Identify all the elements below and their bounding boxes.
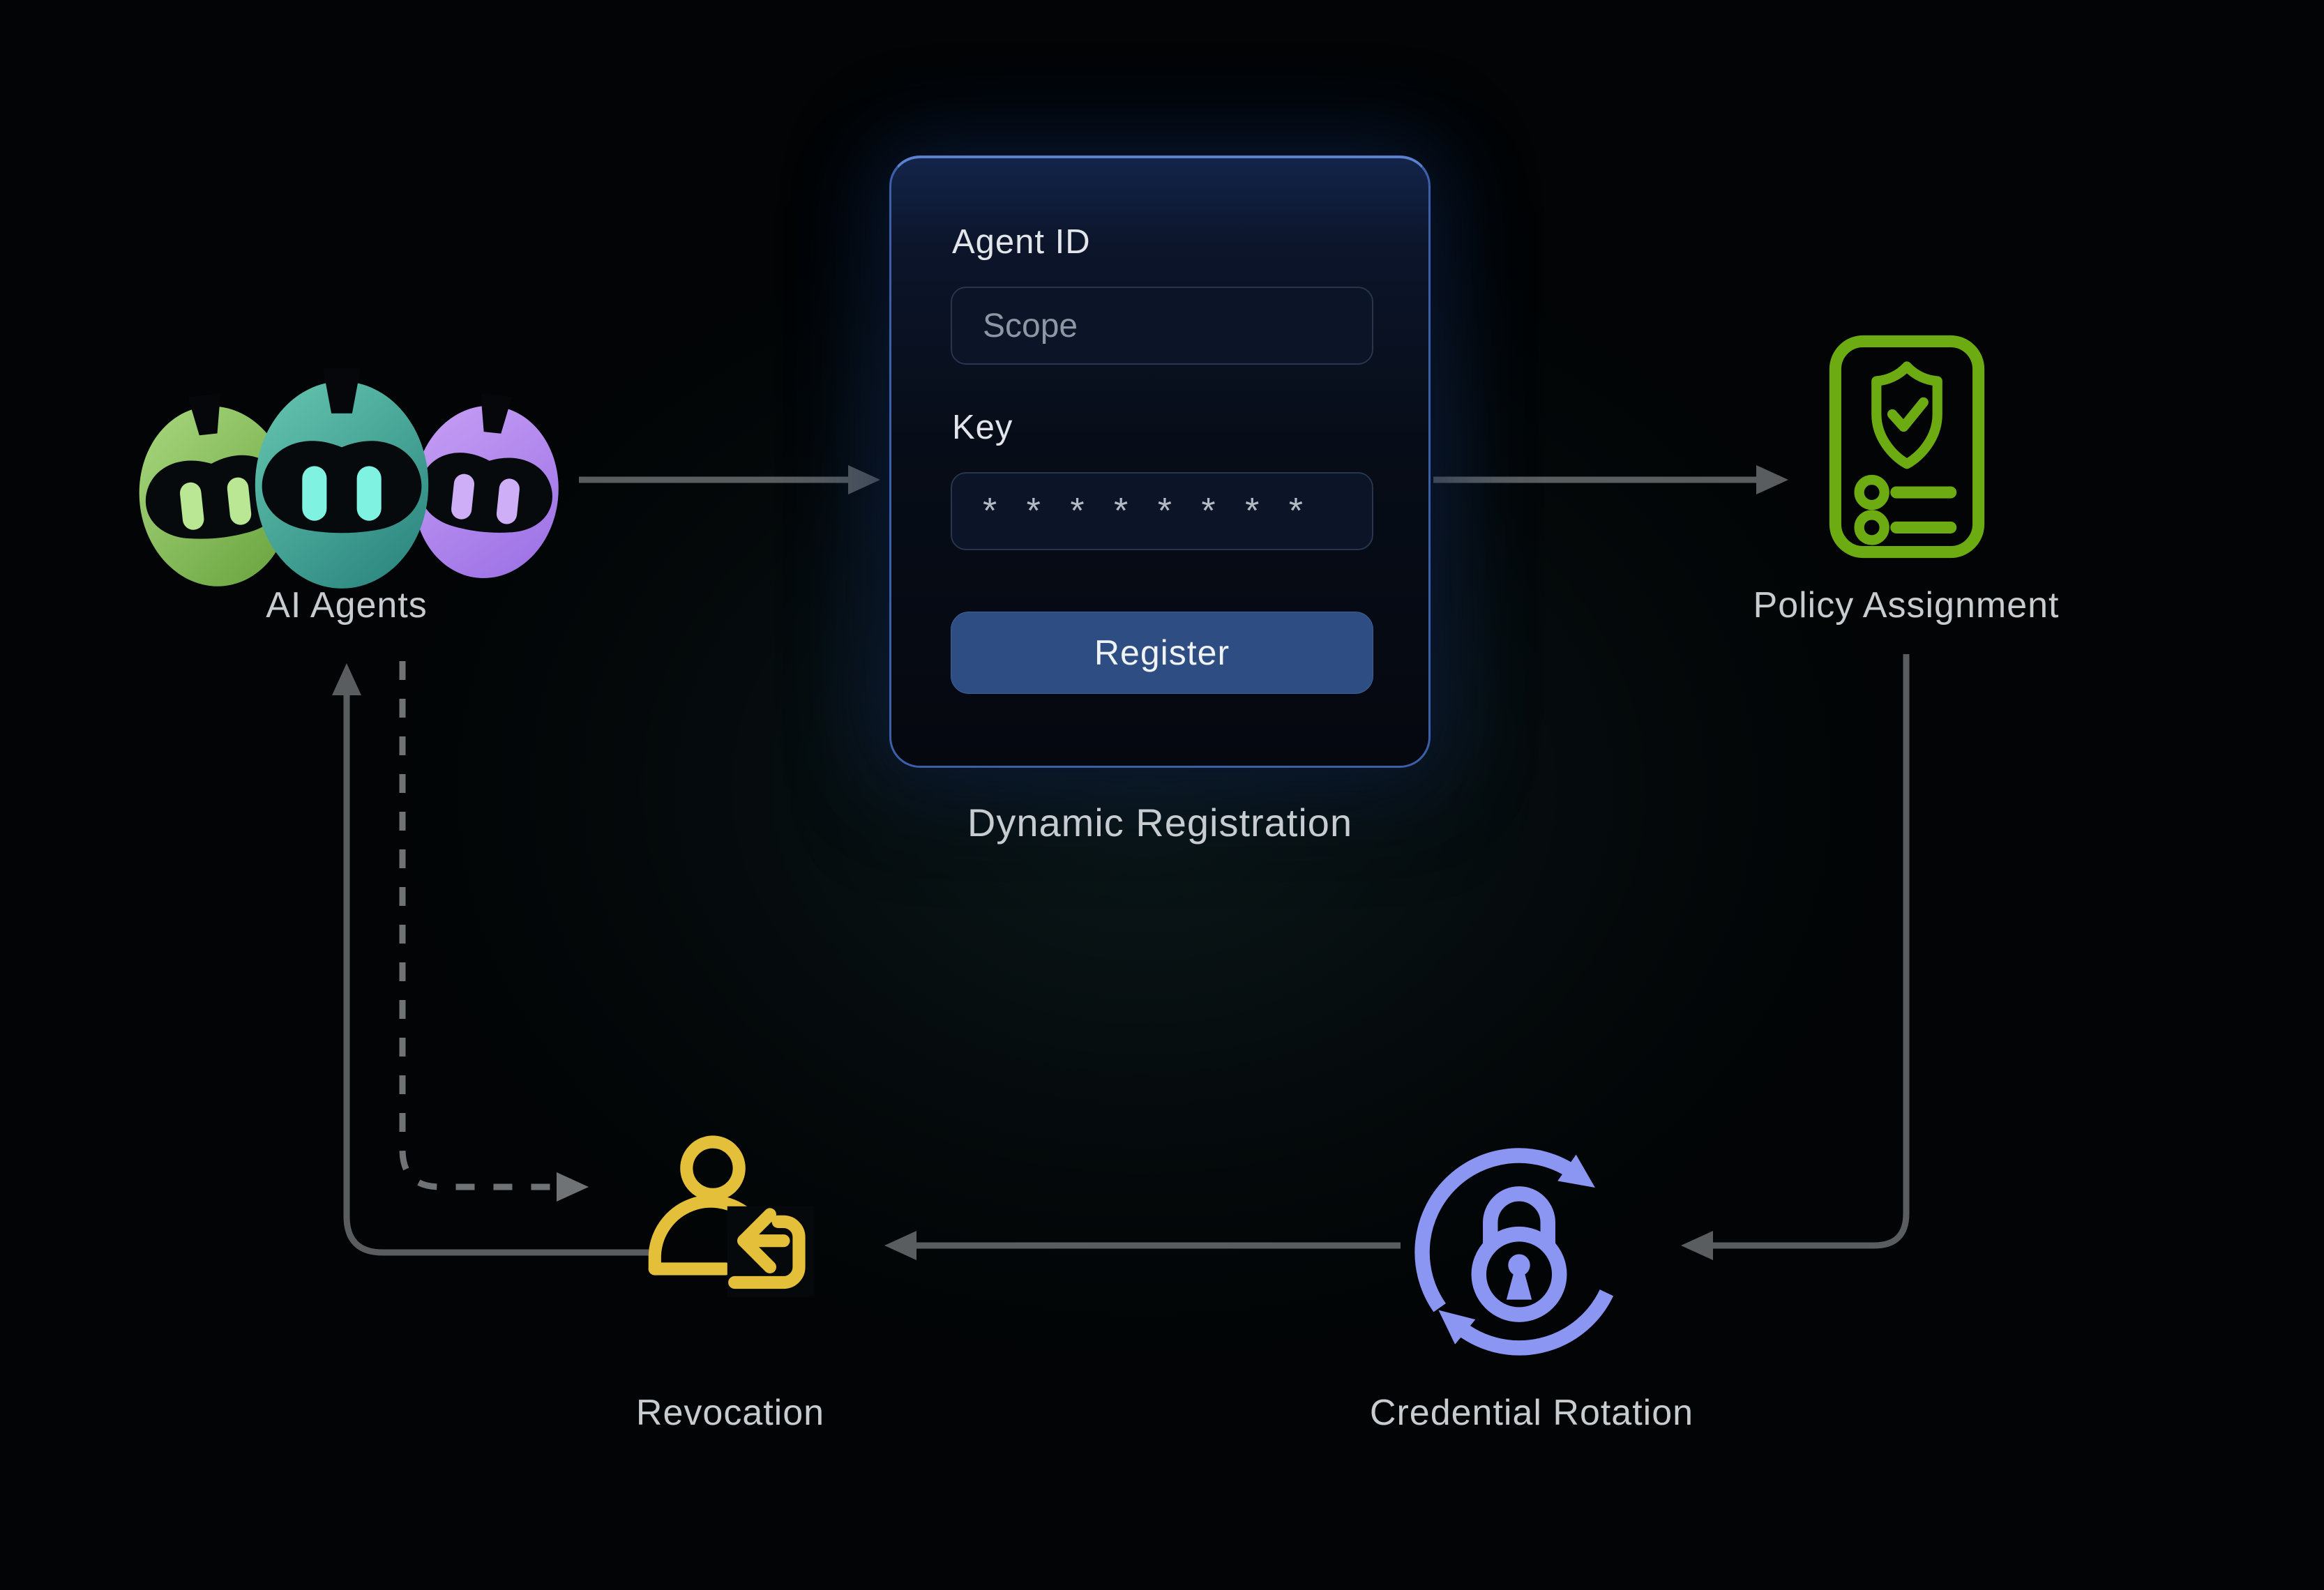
- credential-rotation-icon: [1414, 1148, 1614, 1356]
- rotate-arrow-top: [1414, 1148, 1595, 1312]
- robot-purple-icon: [414, 393, 559, 579]
- ai-agents-label: AI Agents: [266, 585, 428, 626]
- dynamic-registration-label: Dynamic Registration: [967, 801, 1353, 845]
- policy-document-icon: [1829, 335, 1985, 559]
- revocation-label: Revocation: [635, 1393, 825, 1433]
- document-outline: [1829, 335, 1985, 559]
- return-box: [728, 1215, 806, 1289]
- lock-body: [1471, 1226, 1567, 1322]
- return-arrow-head: [737, 1208, 776, 1273]
- key-label: Key: [952, 409, 1013, 446]
- policy-assignment-label: Policy Assignment: [1753, 585, 2060, 626]
- shield-icon: [1871, 361, 1942, 469]
- register-button[interactable]: Register: [951, 612, 1373, 694]
- revocation-user-icon: [648, 1135, 815, 1297]
- registration-card: Agent ID Key Register: [889, 156, 1431, 768]
- rotate-arrow-bottom: [1438, 1289, 1614, 1356]
- key-input[interactable]: [951, 472, 1373, 550]
- keyhole-icon: [1508, 1254, 1530, 1276]
- robot-green-icon: [139, 393, 291, 586]
- user-head: [680, 1135, 746, 1201]
- scope-input[interactable]: [951, 287, 1373, 365]
- credential-rotation-label: Credential Rotation: [1369, 1393, 1694, 1433]
- agent-id-label: Agent ID: [952, 223, 1091, 261]
- arrow-policy-to-rotation: [1681, 654, 1910, 1260]
- keyhole-stem: [1506, 1272, 1532, 1300]
- dashed-arrow-agents-to-revocation: [399, 661, 589, 1202]
- robot-teal-icon: [255, 368, 429, 589]
- lock-shackle: [1483, 1186, 1555, 1246]
- arrow-revocation-to-agents: [332, 663, 652, 1256]
- check-icon: [1887, 397, 1929, 432]
